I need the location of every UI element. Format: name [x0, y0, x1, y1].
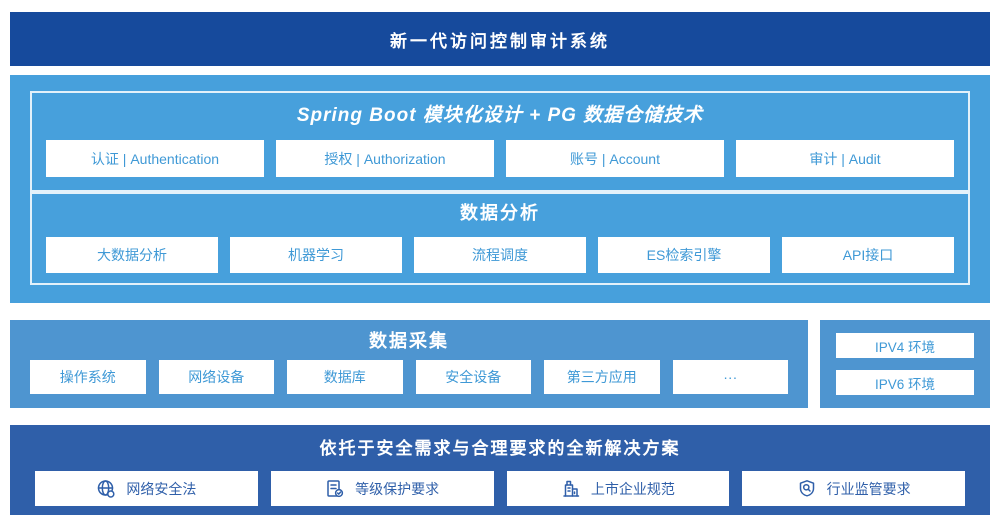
- analysis-button-workflow[interactable]: 流程调度: [414, 237, 586, 273]
- analysis-button-row: 大数据分析 机器学习 流程调度 ES检索引擎 API接口: [46, 237, 954, 273]
- solution-section: 依托于安全需求与合理要求的全新解决方案 网络安全法: [10, 425, 990, 515]
- collect-button-os[interactable]: 操作系统: [30, 360, 146, 394]
- solution-button-row: 网络安全法 等级保护要求: [35, 471, 965, 506]
- collect-button-security-device[interactable]: 安全设备: [415, 360, 531, 394]
- module-button-account[interactable]: 账号 | Account: [506, 140, 724, 177]
- env-button-ipv6[interactable]: IPV6 环境: [836, 370, 974, 395]
- analysis-panel-title: 数据分析: [460, 203, 540, 223]
- collect-row: 数据采集 操作系统 网络设备 数据库 安全设备 第三方应用 ··· IPV4 环…: [10, 320, 990, 408]
- solution-button-label: 等级保护要求: [355, 480, 440, 497]
- analysis-panel: 数据分析 大数据分析 机器学习 流程调度 ES检索引擎 API接口: [30, 192, 970, 285]
- solution-button-classified-protection[interactable]: 等级保护要求: [270, 471, 494, 506]
- solution-button-label: 上市企业规范: [590, 480, 675, 497]
- collect-button-database[interactable]: 数据库: [287, 360, 403, 394]
- globe-icon: [96, 479, 116, 499]
- shield-search-icon: [797, 479, 817, 499]
- module-button-authorization[interactable]: 授权 | Authorization: [276, 140, 494, 177]
- collect-button-thirdparty-app[interactable]: 第三方应用: [544, 360, 660, 394]
- springboot-panel: Spring Boot 模块化设计 + PG 数据仓储技术 认证 | Authe…: [30, 91, 970, 192]
- module-button-authentication[interactable]: 认证 | Authentication: [46, 140, 264, 177]
- platform-section: Spring Boot 模块化设计 + PG 数据仓储技术 认证 | Authe…: [10, 75, 990, 303]
- solution-button-industry-regulation[interactable]: 行业监管要求: [742, 471, 965, 506]
- solution-button-label: 网络安全法: [126, 480, 197, 497]
- env-section: IPV4 环境 IPV6 环境: [820, 320, 990, 408]
- collect-button-more[interactable]: ···: [672, 360, 788, 394]
- collect-section: 数据采集 操作系统 网络设备 数据库 安全设备 第三方应用 ···: [10, 320, 808, 408]
- analysis-button-bigdata[interactable]: 大数据分析: [46, 237, 218, 273]
- solution-button-label: 行业监管要求: [826, 480, 911, 497]
- module-button-row: 认证 | Authentication 授权 | Authorization 账…: [46, 140, 954, 177]
- document-check-icon: [325, 479, 345, 499]
- analysis-button-api[interactable]: API接口: [782, 237, 954, 273]
- collect-button-row: 操作系统 网络设备 数据库 安全设备 第三方应用 ···: [30, 360, 788, 394]
- solution-section-title: 依托于安全需求与合理要求的全新解决方案: [319, 439, 681, 458]
- analysis-button-es-search[interactable]: ES检索引擎: [598, 237, 770, 273]
- env-button-ipv4[interactable]: IPV4 环境: [836, 333, 974, 358]
- collect-button-network-device[interactable]: 网络设备: [158, 360, 274, 394]
- module-button-audit[interactable]: 审计 | Audit: [736, 140, 954, 177]
- analysis-button-machine-learning[interactable]: 机器学习: [230, 237, 402, 273]
- solution-button-listed-company[interactable]: 上市企业规范: [506, 471, 730, 506]
- page-title: 新一代访问控制审计系统: [390, 31, 610, 51]
- solution-button-cybersecurity-law[interactable]: 网络安全法: [35, 471, 258, 506]
- collect-section-title: 数据采集: [369, 331, 449, 351]
- header-banner: 新一代访问控制审计系统: [10, 12, 990, 66]
- building-icon: [561, 479, 581, 499]
- springboot-panel-title: Spring Boot 模块化设计 + PG 数据仓储技术: [296, 105, 704, 126]
